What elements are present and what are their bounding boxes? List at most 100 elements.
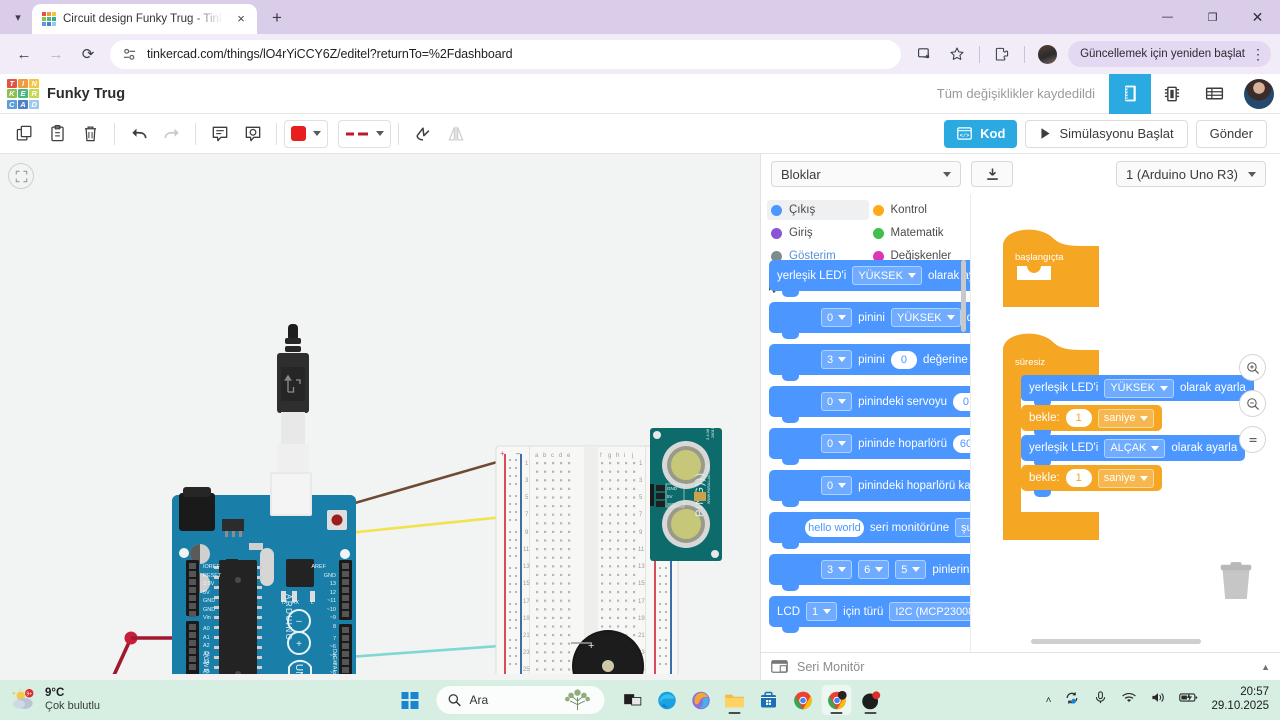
minimize-button[interactable]: — — [1162, 11, 1173, 23]
user-avatar[interactable] — [1244, 78, 1274, 109]
microsoft-store-icon[interactable] — [754, 685, 784, 715]
extensions-icon[interactable] — [987, 39, 1017, 69]
file-explorer-icon[interactable] — [720, 685, 750, 715]
category-kontrol[interactable]: Kontrol — [869, 200, 971, 220]
block-select[interactable]: YÜKSEK — [852, 266, 922, 285]
onedrive-sync-icon[interactable] — [1064, 690, 1080, 711]
palette-scrollbar[interactable] — [961, 260, 966, 332]
volume-icon[interactable] — [1150, 690, 1166, 710]
obs-icon[interactable] — [856, 685, 886, 715]
fit-to-screen-icon[interactable] — [8, 163, 34, 189]
workspace-block-1[interactable]: yerleşik LED'i YÜKSEK olarak ayarla — [1021, 375, 1254, 407]
fill-color-picker[interactable] — [284, 119, 328, 148]
copilot-icon[interactable] — [686, 685, 716, 715]
block-set-servo[interactable]: 0 pinindeki servoyu 0 der — [769, 386, 970, 423]
block-select[interactable]: I2C (MCP23008) — [889, 602, 970, 621]
task-view-icon[interactable] — [618, 685, 648, 715]
block-select[interactable]: 3 — [821, 560, 853, 579]
block-number-input[interactable]: 0 — [890, 350, 917, 369]
annotation-icon[interactable] — [236, 117, 269, 150]
clock[interactable]: 20:57 29.10.2025 — [1211, 686, 1269, 714]
block-select[interactable]: 1 — [806, 602, 838, 621]
block-select[interactable]: şunu — [955, 518, 970, 537]
wifi-icon[interactable] — [1121, 691, 1137, 710]
mirror-icon[interactable] — [439, 117, 472, 150]
block-number-input[interactable]: 60 — [953, 434, 970, 453]
new-tab-button[interactable]: + — [272, 8, 282, 27]
block-set-builtin-led[interactable]: yerleşik LED'i YÜKSEK olarak ayarla — [769, 260, 970, 297]
bookmark-star-icon[interactable] — [942, 39, 972, 69]
block-set-pin-analog[interactable]: 3 pinini 0 değerine ayarla — [769, 344, 970, 381]
widgets-icon[interactable] — [559, 688, 597, 712]
profile-avatar[interactable] — [1032, 39, 1062, 69]
workspace-block-3[interactable]: yerleşik LED'i ALÇAK olarak ayarla — [1021, 435, 1246, 467]
download-button[interactable] — [971, 161, 1013, 187]
workspace-trash-icon[interactable] — [1218, 561, 1254, 606]
block-play-tone[interactable]: 0 pininde hoparlörü 60 ton — [769, 428, 970, 465]
serial-monitor-bar[interactable]: Seri Monitör ▲ — [761, 652, 1280, 680]
block-select[interactable]: 0 — [821, 434, 853, 453]
zoom-in-icon[interactable] — [1239, 354, 1266, 381]
block-select[interactable]: 0 — [821, 308, 853, 327]
stroke-style-picker[interactable] — [338, 119, 391, 148]
board-selector-dropdown[interactable]: 1 (Arduino Uno R3) — [1116, 161, 1266, 187]
battery-icon[interactable] — [1179, 691, 1198, 709]
weather-widget[interactable]: 9+ 9°C Çok bulutlu — [0, 687, 100, 713]
blocks-mode-dropdown[interactable]: Bloklar — [771, 161, 961, 187]
chrome-active-icon[interactable] — [821, 685, 852, 715]
workspace-block-4[interactable]: bekle: 1 saniye — [1021, 465, 1163, 497]
block-select[interactable]: 5 — [895, 560, 927, 579]
block-list[interactable]: yerleşik LED'i YÜKSEK olarak ayarla 0 pi… — [761, 260, 970, 652]
serial-collapse-icon[interactable]: ▲ — [1261, 661, 1270, 672]
code-workspace[interactable]: başlangıçta süresiz — [971, 194, 1280, 652]
tray-overflow-icon[interactable]: ˄ — [1045, 694, 1052, 706]
trash-icon[interactable] — [74, 117, 107, 150]
address-bar[interactable]: tinkercad.com/things/lO4rYiCCY6Z/editel?… — [110, 39, 902, 69]
block-select[interactable]: saniye — [1097, 408, 1155, 428]
category-gosterim[interactable]: Gösterim — [767, 246, 869, 266]
block-select[interactable]: 0 — [821, 392, 853, 411]
block-number-input[interactable]: 1 — [1065, 409, 1092, 427]
close-window-button[interactable]: ✕ — [1251, 8, 1264, 25]
zoom-out-icon[interactable] — [1239, 390, 1266, 417]
block-select[interactable]: 6 — [858, 560, 890, 579]
block-rgb-pins[interactable]: 3 6 5 pinlerindeki — [769, 554, 970, 591]
block-select[interactable]: 0 — [821, 476, 853, 495]
block-lcd-setup[interactable]: LCD 1 için türü I2C (MCP23008) — [769, 596, 970, 633]
share-button[interactable]: Gönder — [1195, 119, 1267, 148]
category-giris[interactable]: Giriş — [767, 223, 869, 243]
undo-icon[interactable] — [122, 117, 155, 150]
block-stop-tone[interactable]: 0 pinindeki hoparlörü kapat — [769, 470, 970, 507]
block-select[interactable]: saniye — [1097, 468, 1155, 488]
browser-tab[interactable]: Circuit design Funky Trug - Tink × — [32, 4, 257, 34]
redo-icon[interactable] — [155, 117, 188, 150]
block-text-input[interactable]: hello world — [805, 518, 864, 537]
workspace-block-2[interactable]: bekle: 1 saniye — [1021, 405, 1163, 437]
block-select[interactable]: 3 — [821, 350, 853, 369]
block-number-input[interactable]: 1 — [1065, 469, 1092, 487]
circuit-view-icon[interactable] — [1109, 73, 1151, 114]
note-icon[interactable] — [203, 117, 236, 150]
block-set-pin-digital[interactable]: 0 pinini YÜKSEK değerine — [769, 302, 970, 339]
copy-icon[interactable] — [8, 117, 41, 150]
block-number-input[interactable]: 0 — [952, 392, 970, 411]
back-button[interactable]: ← — [16, 45, 32, 63]
chevron-down-icon[interactable] — [313, 131, 321, 136]
project-title[interactable]: Funky Trug — [47, 85, 126, 102]
category-degiskenler[interactable]: Değişkenler — [869, 246, 971, 266]
chrome-icon[interactable] — [788, 685, 818, 715]
code-button[interactable]: </> Kod — [944, 119, 1018, 148]
block-select[interactable]: ALÇAK — [1104, 438, 1166, 458]
block-select[interactable]: YÜKSEK — [890, 308, 961, 327]
tab-close-icon[interactable]: × — [237, 11, 245, 26]
edge-icon[interactable] — [652, 685, 682, 715]
reload-button[interactable]: ⟳ — [81, 46, 95, 63]
start-button[interactable] — [395, 685, 425, 715]
browser-menu-icon[interactable]: ⋮ — [1251, 46, 1265, 62]
block-script[interactable]: başlangıçta süresiz — [999, 222, 1280, 622]
maximize-button[interactable]: ❐ — [1207, 11, 1218, 24]
tinkercad-logo[interactable]: T I N K E R C A D — [7, 78, 39, 109]
components-icon[interactable] — [1151, 74, 1193, 114]
install-icon[interactable] — [910, 39, 940, 69]
